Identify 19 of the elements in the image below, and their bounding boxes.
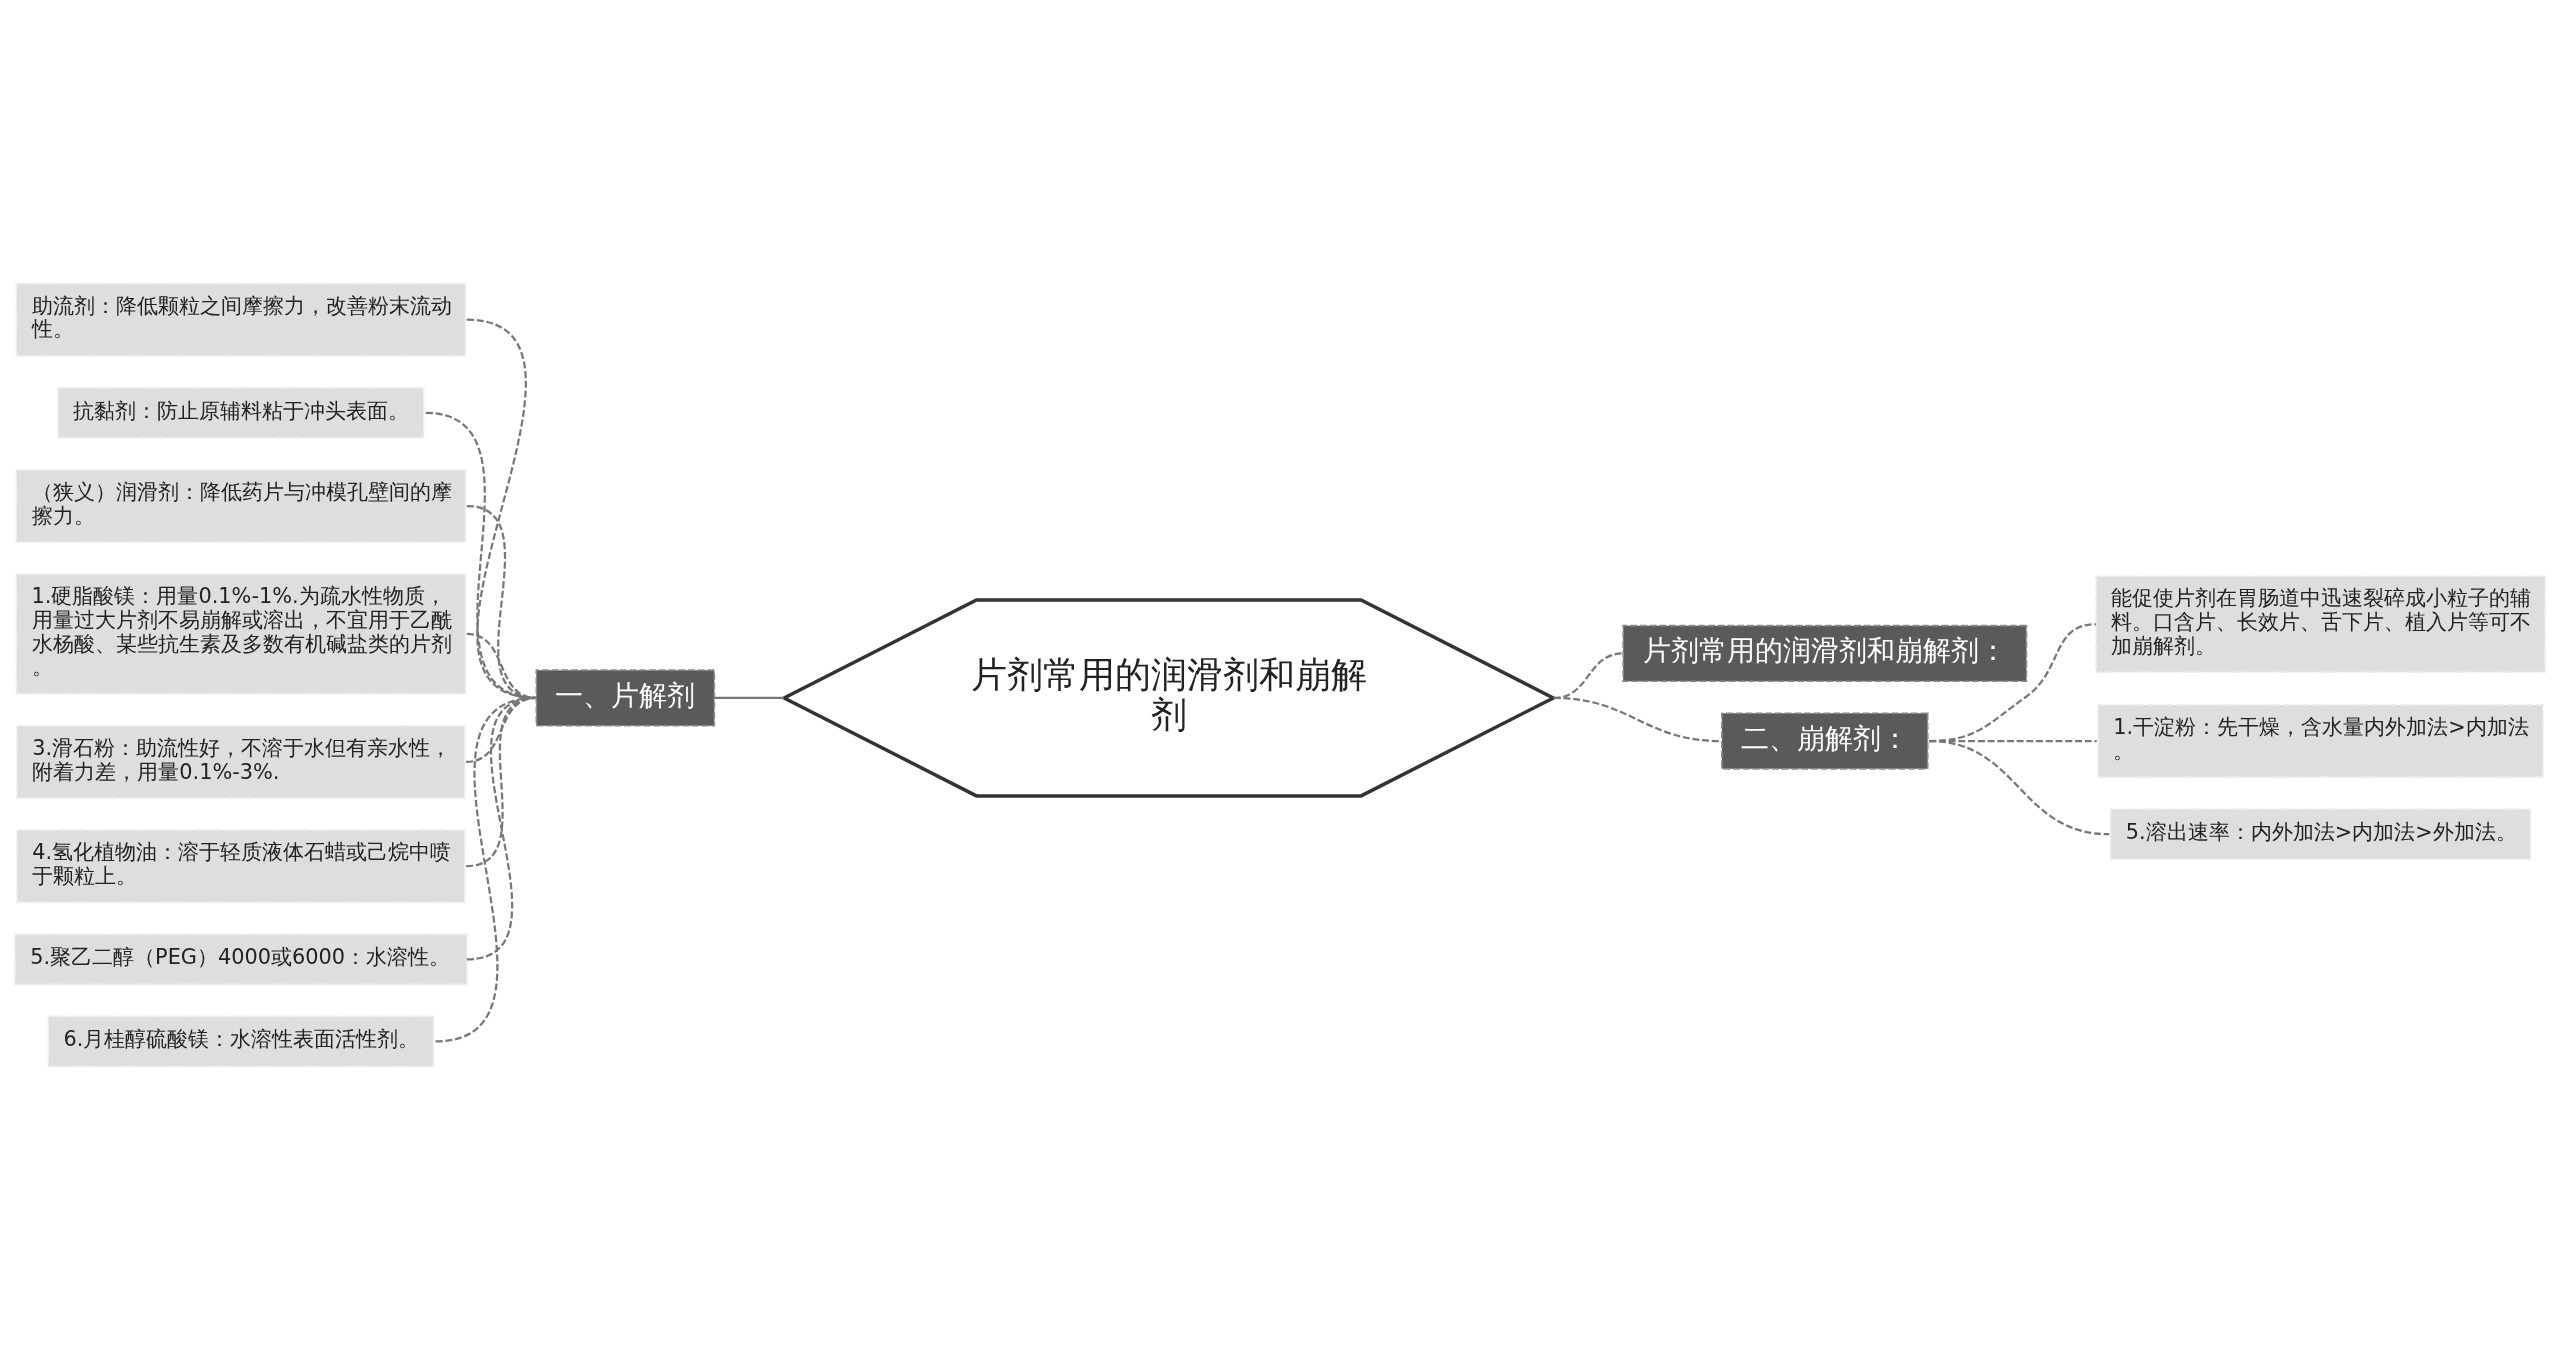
node-box: 6.月桂醇硫酸镁：水溶性表面活性剂。 [47, 1015, 435, 1068]
node-box: 一、片解剂 [535, 669, 716, 727]
connector [435, 696, 537, 1043]
node-box: 1.干淀粉：先干燥，含水量内外加法>内加法。 [2097, 704, 2544, 779]
node-box: 5.聚乙二醇（PEG）4000或6000：水溶性。 [14, 933, 468, 986]
node-box: 助流剂：降低颗粒之间摩擦力，改善粉末流动性。 [15, 282, 467, 357]
node-box: 二、崩解剂： [1721, 712, 1929, 770]
connector [466, 696, 537, 961]
node-box: 3.滑石粉：助流性好，不溶于水但有亲水性，附着力差，用量0.1%-3%. [16, 724, 466, 799]
connector [1929, 739, 2110, 836]
node-box: 片剂常用的润滑剂和崩解剂： [1622, 624, 2028, 683]
node-box: 抗黏剂：防止原辅料粘于冲头表面。 [57, 387, 425, 439]
node-box: 5.溶出速率：内外加法>内加法>外加法。 [2109, 808, 2532, 861]
connector [1553, 696, 1721, 743]
node-box: 1.硬脂酸镁：用量0.1%-1%.为疏水性物质，用量过大片剂不易崩解或溶出，不宜用于乙酰水杨酸、某些抗生素及多数有机碱盐类的片剂。 [15, 573, 467, 695]
node-box: （狭义）润滑剂：降低药片与冲模孔壁间的摩擦力。 [15, 469, 467, 544]
node-box: 能促使片剂在胃肠道中迅速裂碎成小粒子的辅料。口含片、长效片、舌下片、植入片等可不加崩解剂。 [2095, 575, 2546, 674]
node-box: 4.氢化植物油：溶于轻质液体石蜡或己烷中喷于颗粒上。 [16, 829, 466, 904]
connector [714, 696, 784, 700]
